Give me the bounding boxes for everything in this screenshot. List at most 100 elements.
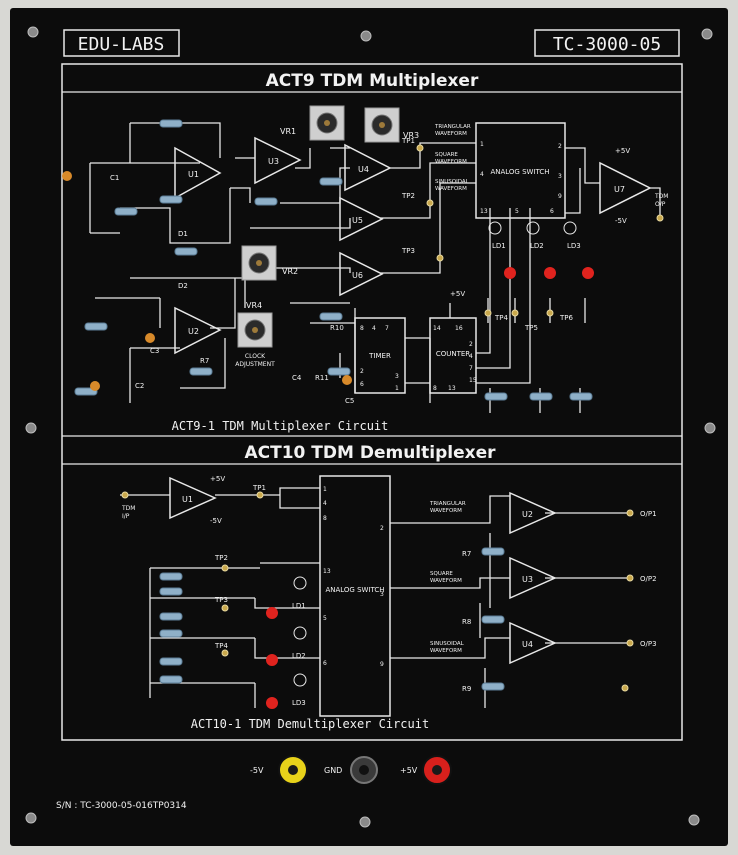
gnd-terminal[interactable]	[350, 756, 378, 784]
pot-vr3-knob[interactable]	[364, 107, 400, 143]
vr3-label: VR3	[403, 131, 419, 140]
trainer-board: EDU-LABS TC-3000-05 ACT9 TDM Multiplexer…	[10, 8, 728, 846]
switch-label: ANALOG SWITCH	[325, 586, 384, 594]
opamp-u1	[169, 476, 217, 520]
u4-label: U4	[522, 640, 533, 649]
pin: 3	[558, 173, 562, 180]
resistor	[254, 197, 278, 206]
panel-frame	[61, 63, 683, 741]
tp4-jack[interactable]	[221, 649, 229, 657]
r11-label: R11	[315, 374, 329, 382]
tp3-jack[interactable]	[436, 254, 444, 262]
pin: 5	[323, 615, 327, 622]
op-label: O/P	[655, 201, 666, 208]
ld2-ring	[293, 626, 307, 640]
plus5v-label: +5V	[400, 766, 418, 775]
c5-label: C5	[345, 397, 354, 405]
tp3-label: TP3	[214, 596, 228, 604]
resistor	[84, 322, 108, 331]
ld3-label: LD3	[292, 699, 306, 707]
gnd-jack[interactable]	[621, 684, 629, 692]
waveform-label: WAVEFORM	[430, 648, 462, 654]
tp1-label: TP1	[401, 137, 415, 145]
resistor	[159, 675, 183, 684]
minus5v-label: -5V	[210, 517, 222, 525]
timer-label: TIMER	[368, 352, 391, 360]
resistor	[569, 392, 593, 401]
tp2-label: TP2	[214, 554, 228, 562]
cap-c1	[62, 171, 72, 181]
tdm-in-jack[interactable]	[121, 491, 129, 499]
pin: 8	[360, 325, 364, 332]
pin: 6	[550, 208, 554, 215]
pin: 9	[558, 193, 562, 200]
opamp-u1	[174, 146, 222, 200]
counter-label: COUNTER	[436, 350, 470, 358]
u1-label: U1	[188, 170, 199, 179]
tp5-jack[interactable]	[511, 309, 519, 317]
resistor	[159, 629, 183, 638]
pot-vr1-knob[interactable]	[309, 105, 345, 141]
pin: 15	[469, 377, 477, 384]
tp4-jack[interactable]	[484, 309, 492, 317]
opamp-u3	[254, 136, 302, 185]
tp5-label: TP5	[524, 324, 538, 332]
ip-label: I/P	[122, 513, 130, 520]
tdm-out-jack[interactable]	[656, 214, 664, 222]
model-label: TC-3000-05	[553, 34, 661, 55]
plus5v-label: +5V	[210, 475, 225, 483]
counter-ic	[429, 317, 477, 394]
tp6-jack[interactable]	[546, 309, 554, 317]
pin: 1	[480, 141, 484, 148]
tp2-jack[interactable]	[426, 199, 434, 207]
u2-label: U2	[188, 327, 199, 336]
ld2-label: LD2	[530, 242, 544, 250]
waveform-label: WAVEFORM	[435, 131, 467, 137]
resistor	[159, 572, 183, 581]
pot-clock-knob[interactable]	[237, 312, 273, 348]
analog-switch-ic	[475, 122, 566, 219]
tp3-jack[interactable]	[221, 604, 229, 612]
pot-vr2-knob[interactable]	[241, 245, 277, 281]
u6-label: U6	[352, 271, 363, 280]
ld1-led	[266, 607, 278, 619]
ld2-led	[544, 267, 556, 279]
tp2-jack[interactable]	[221, 564, 229, 572]
tdm-in-label: TDM	[121, 505, 135, 512]
tp1-jack[interactable]	[416, 144, 424, 152]
resistor	[481, 547, 505, 556]
ld1-led	[504, 267, 516, 279]
screws	[25, 26, 716, 828]
c2-label: C2	[135, 382, 144, 390]
plus5v-terminal[interactable]	[422, 755, 452, 785]
pin: 4	[323, 500, 327, 507]
tp2-label: TP2	[401, 192, 415, 200]
op1-jack[interactable]	[626, 509, 634, 517]
resistor	[189, 367, 213, 376]
ld1-label: LD1	[292, 602, 306, 610]
pin: 16	[455, 325, 463, 332]
ld2-ring	[526, 221, 540, 235]
resistor	[481, 682, 505, 691]
waveform-label: WAVEFORM	[430, 578, 462, 584]
tp1-jack[interactable]	[256, 491, 264, 499]
ld3-ring	[293, 673, 307, 687]
model-frame	[534, 29, 680, 57]
minus5v-terminal[interactable]	[278, 755, 308, 785]
ld3-label: LD3	[567, 242, 581, 250]
u1-label: U1	[182, 495, 193, 504]
opamp-u5	[339, 196, 384, 242]
pin: 13	[448, 385, 456, 392]
resistor	[159, 119, 183, 128]
analog-switch-ic	[319, 475, 391, 717]
serial-number: S/N : TC-3000-05-016TP0314	[56, 801, 187, 811]
pin: 4	[469, 353, 473, 360]
timer-ic	[354, 317, 406, 394]
u4-label: U4	[358, 165, 369, 174]
tp3-label: TP3	[401, 247, 415, 255]
op3-jack[interactable]	[626, 639, 634, 647]
resistor	[174, 247, 198, 256]
op2-jack[interactable]	[626, 574, 634, 582]
ld3-led	[582, 267, 594, 279]
tdm-out-label: TDM	[654, 193, 668, 200]
